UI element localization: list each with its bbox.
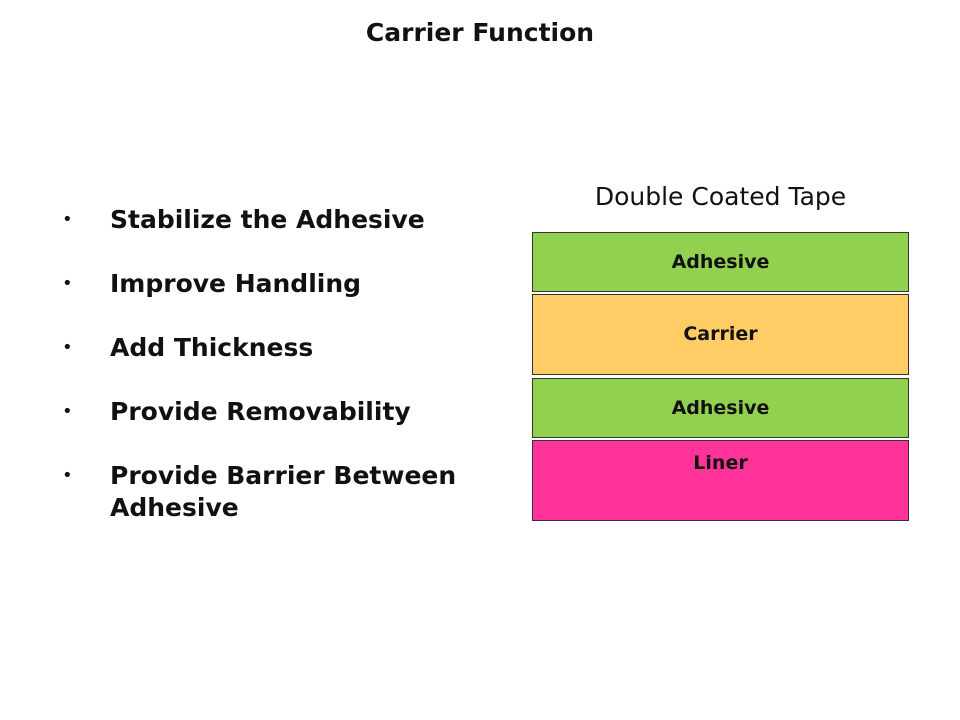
bullet-text: Stabilize the Adhesive <box>110 205 425 234</box>
diagram-title: Double Coated Tape <box>594 182 847 211</box>
bullet-text: Improve Handling <box>110 269 362 298</box>
bullet-item: • Provide Removability <box>62 396 502 428</box>
bullet-text: Add Thickness <box>110 333 314 362</box>
tape-layer-liner: Liner <box>532 440 909 521</box>
layer-label: Liner <box>693 452 748 474</box>
slide-title: Carrier Function <box>365 18 595 47</box>
bullet-marker: • <box>62 465 73 486</box>
function-bullet-list: • Stabilize the Adhesive • Improve Handl… <box>62 204 502 556</box>
bullet-marker: • <box>62 337 73 358</box>
bullet-marker: • <box>62 209 73 230</box>
layer-label: Adhesive <box>671 251 770 273</box>
bullet-item: • Improve Handling <box>62 268 502 300</box>
bullet-marker: • <box>62 273 73 294</box>
layer-label: Carrier <box>683 323 758 345</box>
layer-label: Adhesive <box>671 397 770 419</box>
bullet-item: • Add Thickness <box>62 332 502 364</box>
bullet-marker: • <box>62 401 73 422</box>
bullet-text: Provide Barrier Between Adhesive <box>110 461 457 522</box>
bullet-item: • Provide Barrier Between Adhesive <box>62 460 502 524</box>
tape-layer-adhesive-top: Adhesive <box>532 232 909 292</box>
tape-layer-adhesive-bottom: Adhesive <box>532 378 909 438</box>
tape-layer-carrier: Carrier <box>532 294 909 375</box>
bullet-item: • Stabilize the Adhesive <box>62 204 502 236</box>
bullet-text: Provide Removability <box>110 397 411 426</box>
